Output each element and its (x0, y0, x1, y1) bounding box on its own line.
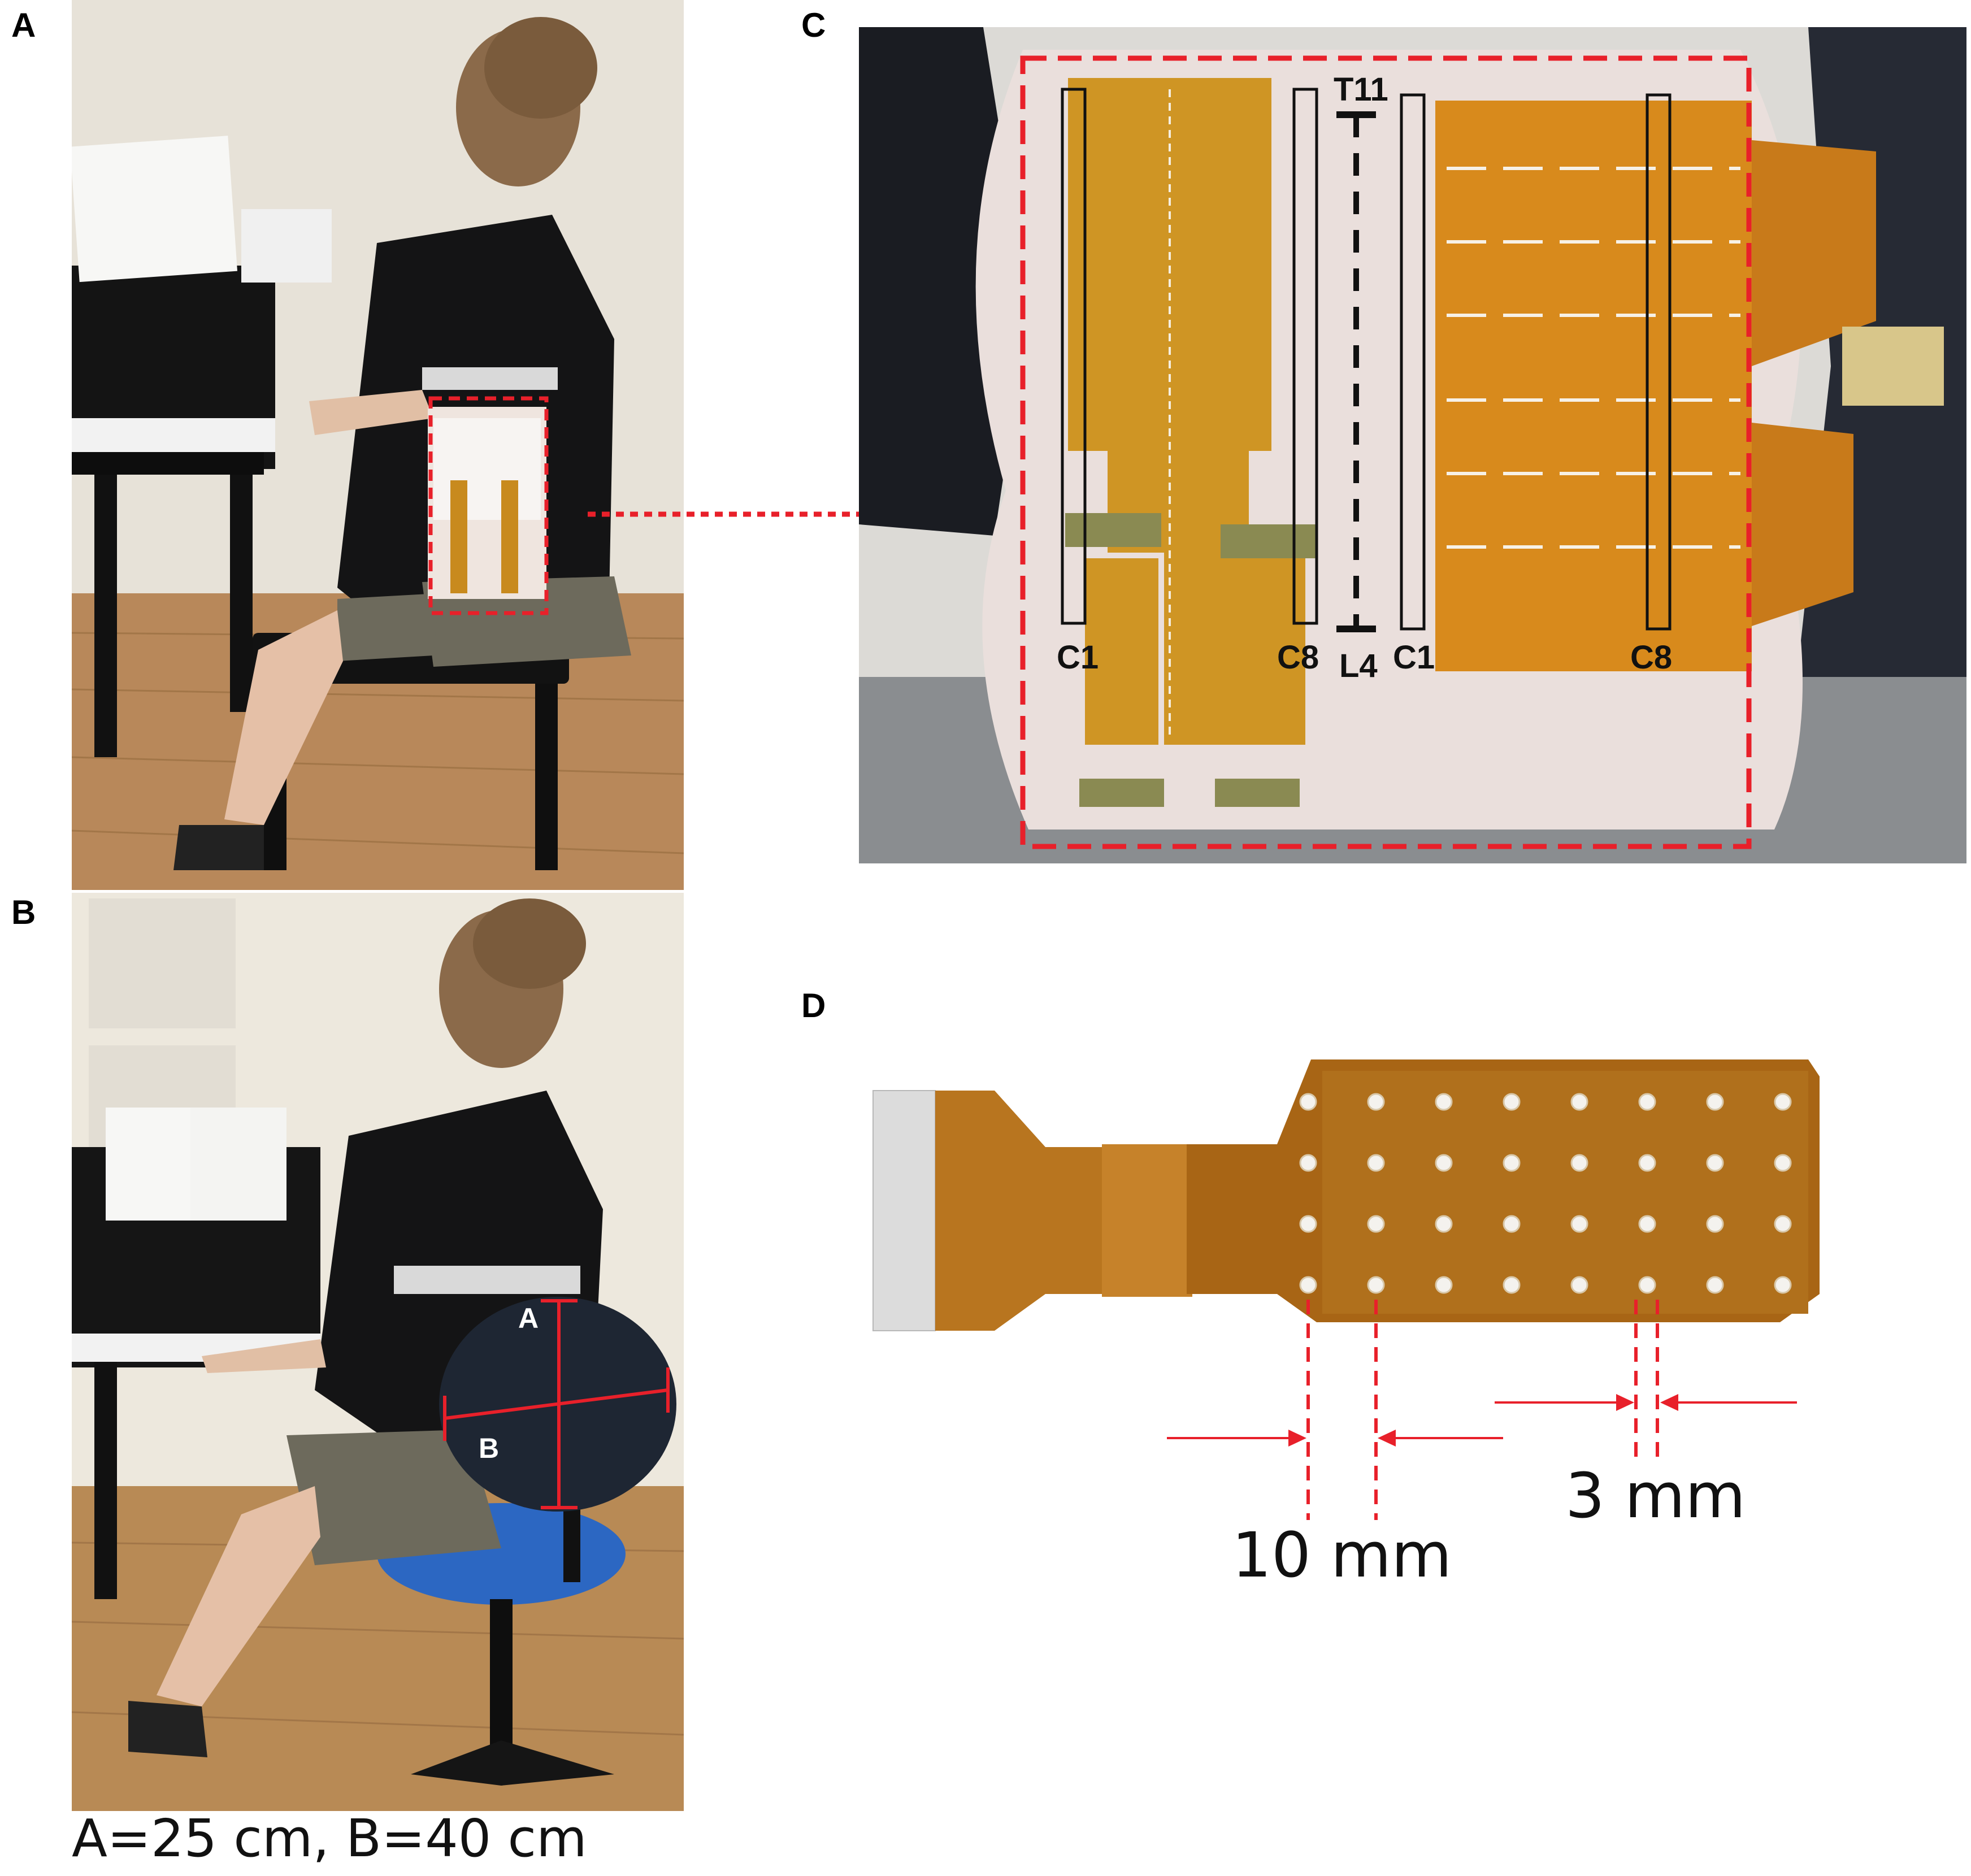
left-array-c8-label: C8 (1277, 639, 1319, 676)
right-array-c1-label: C1 (1393, 639, 1435, 676)
panel-c-photo: C1 C8 T11 L4 C1 C8 (859, 27, 1966, 863)
dim-b-label: B (479, 1432, 499, 1464)
spine-t11-label: T11 (1334, 71, 1388, 108)
panel-letter-d: D (801, 987, 826, 1024)
dim-a-label: A (518, 1302, 539, 1334)
electrode-grid (1299, 1093, 1792, 1294)
panel-letter-c: C (801, 6, 826, 44)
panel-a-photo (72, 0, 684, 890)
panel-letter-b: B (11, 893, 36, 931)
spine-l4-label: L4 (1339, 648, 1378, 684)
panel-a-scene (72, 0, 684, 890)
panel-letter-a: A (11, 6, 36, 44)
panel-b-caption: A=25 cm, B=40 cm (72, 1808, 587, 1869)
panel-c-scene: C1 C8 T11 L4 C1 C8 (859, 27, 1966, 863)
panel-d-diagram: 10 mm 3 mm (872, 1059, 1820, 1591)
panel-b-scene: A B (72, 893, 684, 1811)
spacing-10mm-label: 10 mm (1232, 1519, 1452, 1591)
left-array-c1-label: C1 (1057, 639, 1099, 676)
right-array-c8-label: C8 (1630, 639, 1672, 676)
panel-b-photo: A B (72, 893, 684, 1811)
spacing-3mm-label: 3 mm (1565, 1460, 1746, 1532)
